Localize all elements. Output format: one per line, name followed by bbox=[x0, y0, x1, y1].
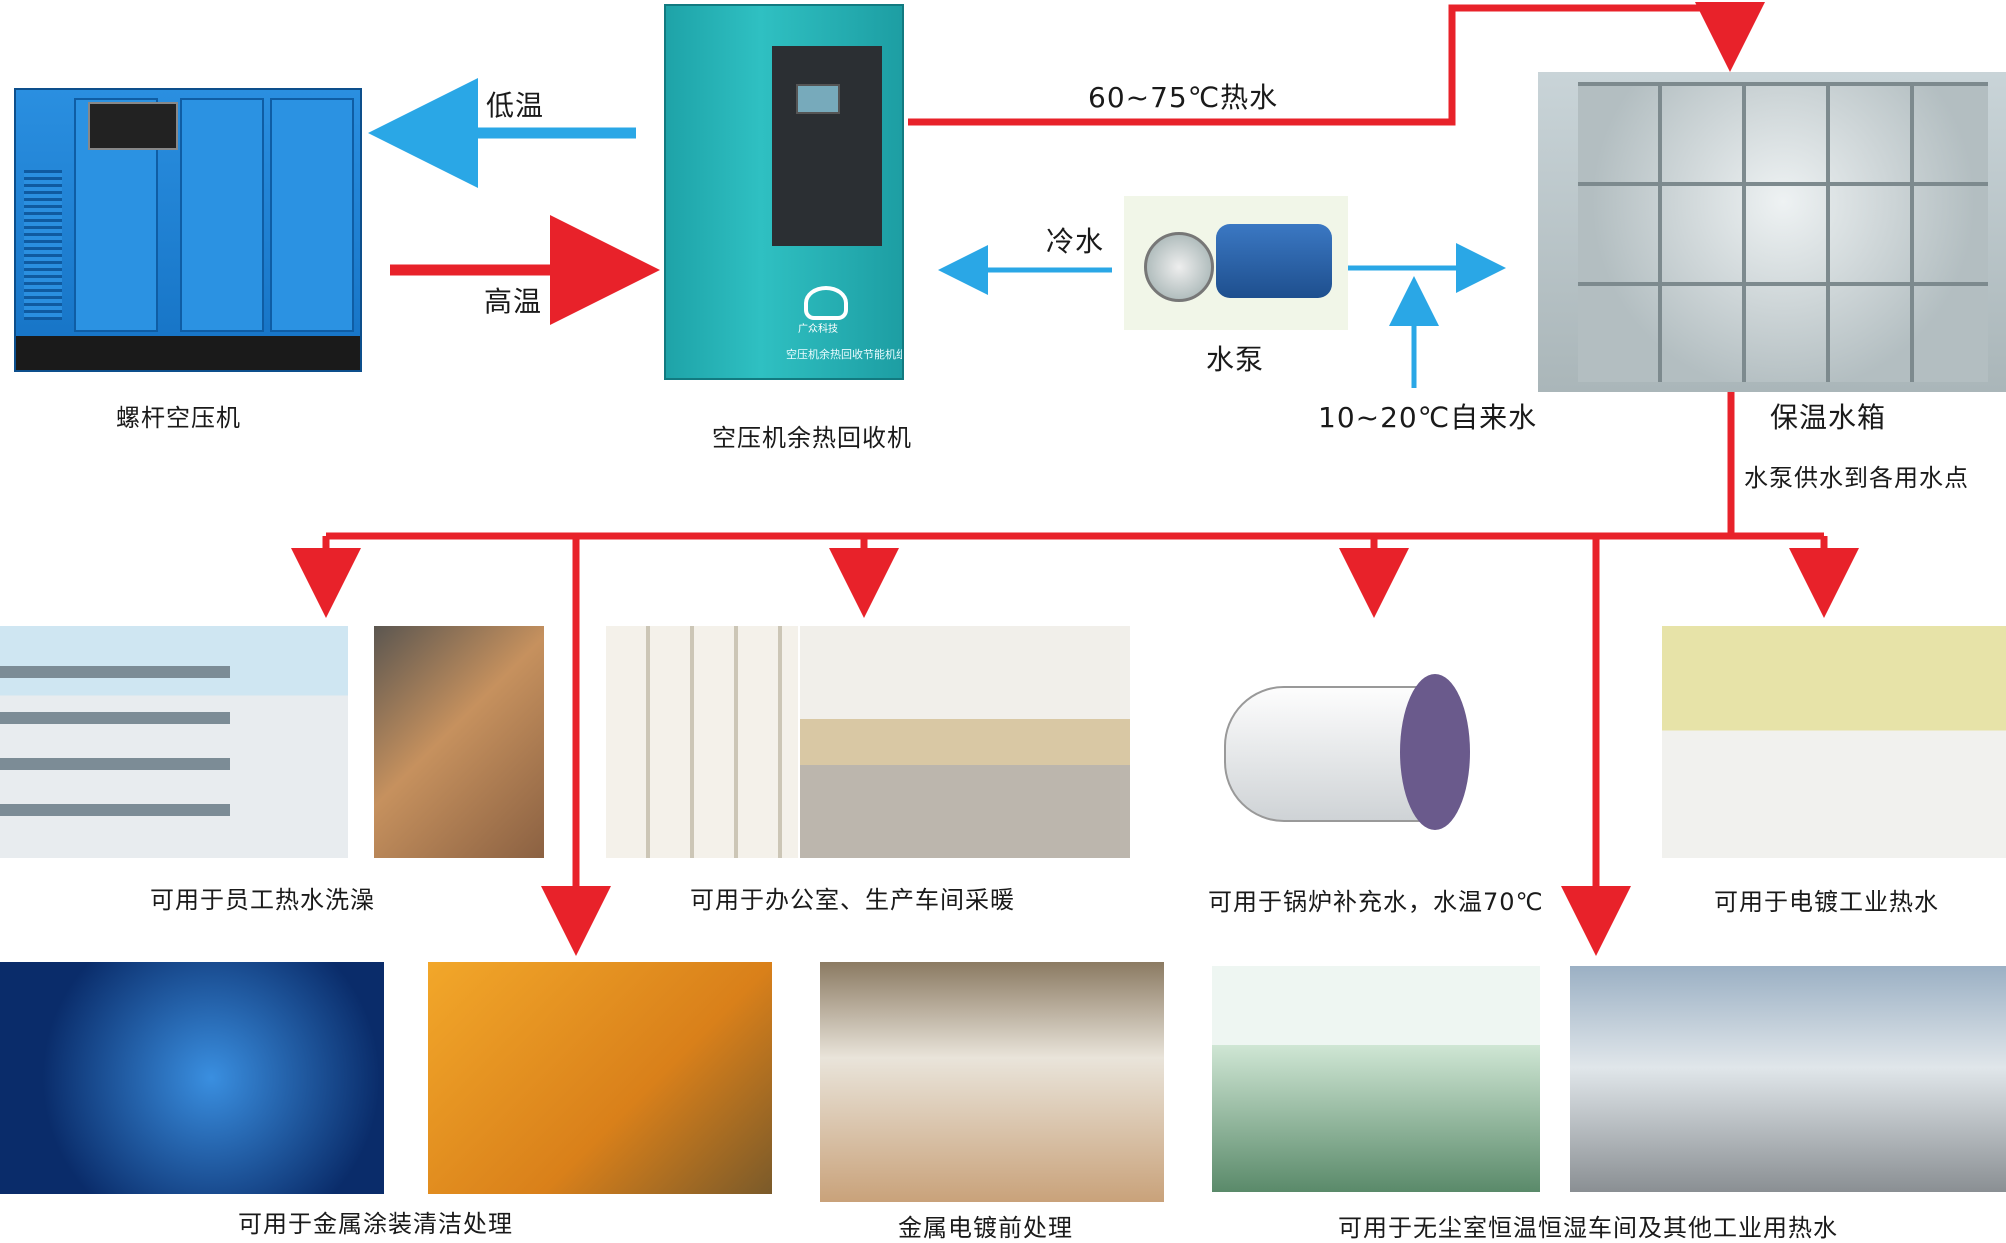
pump-head bbox=[1144, 232, 1214, 302]
tap-water-label: 10~20℃自来水 bbox=[1318, 401, 1538, 434]
use-coating-label: 可用于金属涂装清洁处理 bbox=[238, 1210, 513, 1238]
office-photo bbox=[800, 626, 1130, 858]
high-temp-label: 高温 bbox=[484, 285, 543, 318]
tank-label: 保温水箱 bbox=[1770, 401, 1887, 434]
boiler-cap bbox=[1400, 674, 1470, 830]
cleanroom-photo bbox=[1212, 966, 1540, 1192]
insulated-tank-image bbox=[1538, 72, 2006, 392]
air-handling-unit-photo bbox=[1570, 966, 2006, 1192]
unit-screen-icon bbox=[796, 84, 840, 114]
control-screen-icon bbox=[88, 102, 178, 150]
use-heating-label: 可用于办公室、生产车间采暖 bbox=[690, 886, 1015, 914]
coating-tank-photo bbox=[428, 962, 772, 1194]
radiator-photo bbox=[606, 626, 798, 858]
compressor-base bbox=[16, 336, 360, 370]
shower-photo bbox=[374, 626, 544, 858]
use-cleanroom-label: 可用于无尘室恒温恒湿车间及其他工业用热水 bbox=[1338, 1214, 1838, 1242]
tank-panels bbox=[1578, 82, 1988, 382]
compressor-label: 螺杆空压机 bbox=[116, 404, 241, 432]
recovery-unit-label: 空压机余热回收机 bbox=[712, 424, 912, 452]
unit-door bbox=[772, 46, 882, 246]
use-pretreat-label: 金属电镀前处理 bbox=[898, 1214, 1073, 1242]
boiler-photo bbox=[1214, 626, 1482, 858]
cold-water-label: 冷水 bbox=[1046, 225, 1105, 258]
screw-compressor-image bbox=[14, 88, 362, 372]
use-boiler-label: 可用于锅炉补充水，水温70℃ bbox=[1208, 888, 1544, 916]
boiler-body bbox=[1224, 686, 1428, 822]
brand-label: 广众科技 bbox=[798, 324, 838, 335]
hot-water-label: 60~75℃热水 bbox=[1088, 81, 1279, 114]
compressor-panel bbox=[180, 98, 264, 332]
compressor-panel bbox=[270, 98, 354, 332]
unit-panel-label: 空压机余热回收节能机组 bbox=[786, 348, 904, 361]
electroplating-photo bbox=[1662, 626, 2006, 858]
pretreatment-photo bbox=[820, 962, 1164, 1202]
water-pump-image bbox=[1124, 196, 1348, 330]
vent-grille bbox=[24, 170, 62, 320]
heat-recovery-unit-image: 广众科技 空压机余热回收节能机组 bbox=[664, 4, 904, 380]
use-shower-label: 可用于员工热水洗澡 bbox=[150, 886, 375, 914]
coating-line-photo bbox=[0, 962, 384, 1194]
use-plating-label: 可用于电镀工业热水 bbox=[1714, 888, 1939, 916]
dormitory-photo bbox=[0, 626, 348, 858]
brand-logo-icon bbox=[804, 286, 848, 320]
pump-motor bbox=[1216, 224, 1332, 298]
low-temp-label: 低温 bbox=[486, 89, 545, 122]
supply-label: 水泵供水到各用水点 bbox=[1744, 464, 1969, 492]
pump-label: 水泵 bbox=[1206, 343, 1265, 376]
